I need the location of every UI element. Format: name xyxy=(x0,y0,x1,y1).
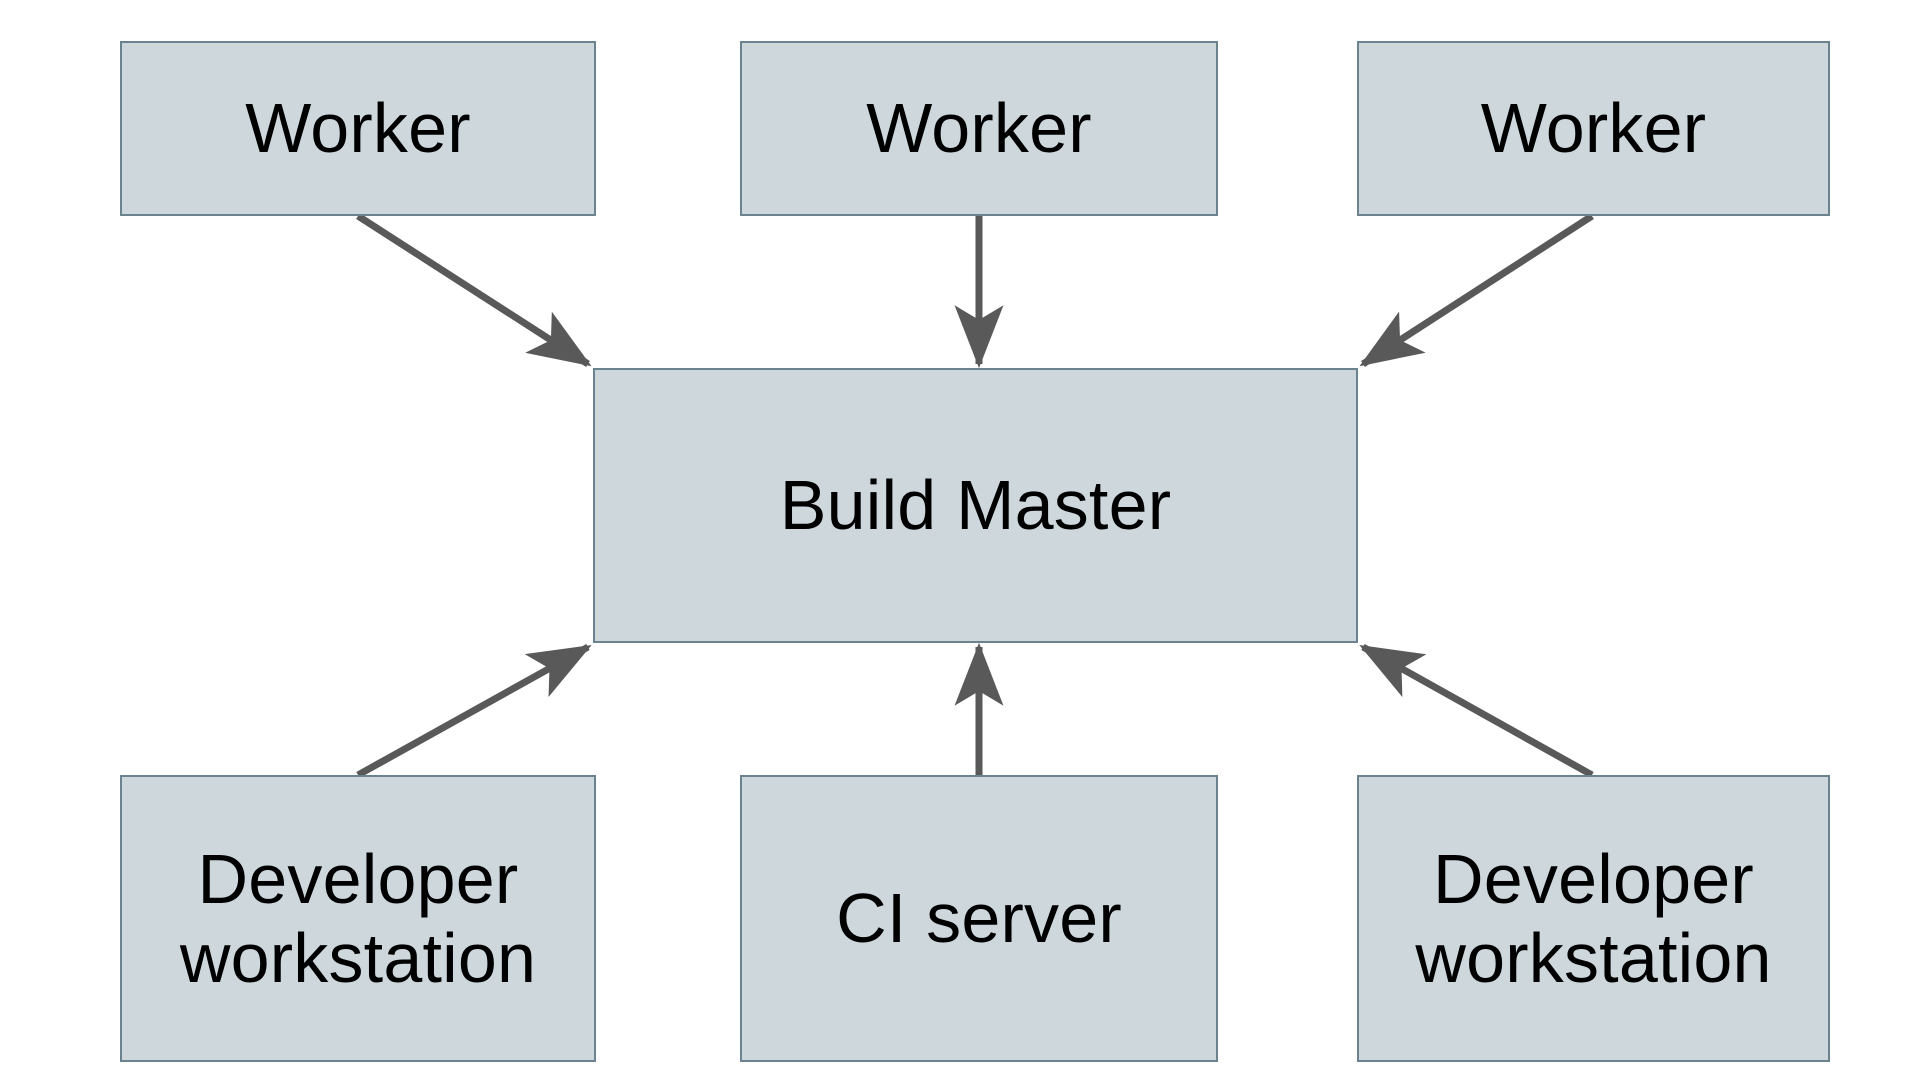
edge-developer-workstation-left-to-build-master xyxy=(356,643,592,779)
node-worker-1-label: Worker xyxy=(245,89,471,168)
node-developer-workstation-left-label: Developer workstation xyxy=(179,840,537,997)
node-developer-workstation-right-label: Developer workstation xyxy=(1415,840,1772,997)
node-worker-1[interactable]: Worker xyxy=(120,41,596,216)
node-developer-workstation-right[interactable]: Developer workstation xyxy=(1357,775,1830,1062)
node-ci-server-label: CI server xyxy=(836,879,1122,958)
edge-worker-1-to-build-master xyxy=(356,213,592,367)
node-build-master[interactable]: Build Master xyxy=(593,368,1358,643)
node-worker-2[interactable]: Worker xyxy=(740,41,1218,216)
node-ci-server[interactable]: CI server xyxy=(740,775,1218,1062)
edge-developer-workstation-right-to-build-master xyxy=(1359,643,1594,779)
edge-worker-3-to-build-master xyxy=(1359,213,1594,367)
node-worker-2-label: Worker xyxy=(866,89,1092,168)
node-worker-3[interactable]: Worker xyxy=(1357,41,1830,216)
node-build-master-label: Build Master xyxy=(779,466,1172,545)
node-worker-3-label: Worker xyxy=(1480,89,1707,168)
node-developer-workstation-left[interactable]: Developer workstation xyxy=(120,775,596,1062)
